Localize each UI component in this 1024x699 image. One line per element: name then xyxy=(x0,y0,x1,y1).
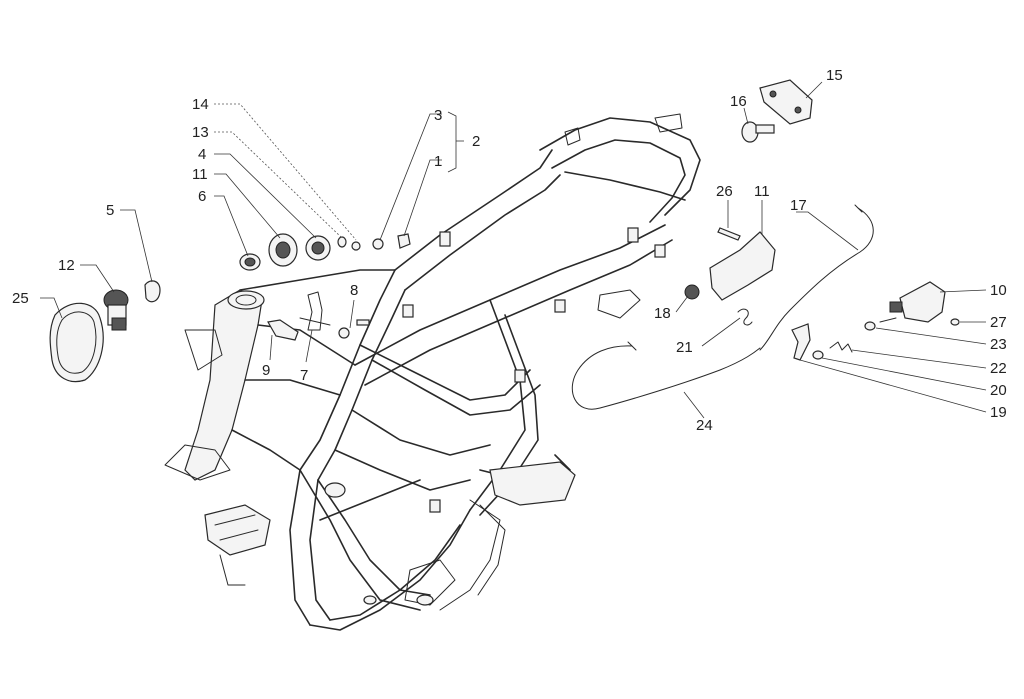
part-15-plate xyxy=(759,79,813,125)
callout-22: 22 xyxy=(990,360,1007,377)
part-24-cable xyxy=(571,345,761,410)
part-14-pin xyxy=(351,241,361,251)
leader-lines xyxy=(40,81,987,419)
callout-6: 6 xyxy=(198,188,206,205)
part-19-lever xyxy=(791,323,811,361)
callout-8: 8 xyxy=(350,282,358,299)
part-18-nut xyxy=(684,284,700,300)
part-10-latch xyxy=(899,281,946,323)
callout-13: 13 xyxy=(192,124,209,141)
scooter-frame xyxy=(164,113,701,631)
part-25-gasket xyxy=(49,302,104,383)
part-11-bracket xyxy=(709,231,776,301)
part-8-bolt xyxy=(338,319,370,339)
callout-7: 7 xyxy=(300,367,308,384)
callout-1: 1 xyxy=(434,153,442,170)
part-1-screw xyxy=(397,233,411,249)
part-4-cylinder xyxy=(305,235,331,261)
callout-11-right: 11 xyxy=(754,183,770,200)
callout-17: 17 xyxy=(790,197,807,214)
part-16-bolt xyxy=(741,121,775,143)
callout-2: 2 xyxy=(472,133,480,150)
callout-26: 26 xyxy=(716,183,733,200)
callout-5: 5 xyxy=(106,202,114,219)
callout-27: 27 xyxy=(990,314,1007,331)
callout-18: 18 xyxy=(654,305,671,322)
part-27-washer xyxy=(950,318,960,326)
callout-23: 23 xyxy=(990,336,1007,353)
callout-3: 3 xyxy=(434,107,442,124)
part-7-hook xyxy=(307,291,323,331)
callout-19: 19 xyxy=(990,404,1007,421)
part-13-washer xyxy=(337,236,347,248)
part-11-ring xyxy=(268,233,298,267)
callout-21: 21 xyxy=(676,339,693,356)
callout-4: 4 xyxy=(198,146,206,163)
callout-10: 10 xyxy=(990,282,1007,299)
part-26-screw xyxy=(717,227,741,241)
callout-20: 20 xyxy=(990,382,1007,399)
callout-14: 14 xyxy=(192,96,209,113)
part-6-lock xyxy=(239,253,261,271)
callout-15: 15 xyxy=(826,67,843,84)
part-17-cable xyxy=(759,207,874,351)
callout-25: 25 xyxy=(12,290,29,307)
callout-16: 16 xyxy=(730,93,747,110)
part-20-spring xyxy=(812,350,824,360)
part-21-spring xyxy=(737,308,753,326)
part-5-clip xyxy=(144,280,161,303)
callout-11: 11 xyxy=(192,166,208,183)
part-9-bracket xyxy=(267,319,299,341)
part-12-lock xyxy=(103,289,129,331)
part-22-spring xyxy=(829,341,853,353)
part-23-washer xyxy=(864,321,876,331)
part-3-nut xyxy=(372,238,384,250)
callout-9: 9 xyxy=(262,362,270,379)
callout-24: 24 xyxy=(696,417,713,434)
callout-12: 12 xyxy=(58,257,75,274)
